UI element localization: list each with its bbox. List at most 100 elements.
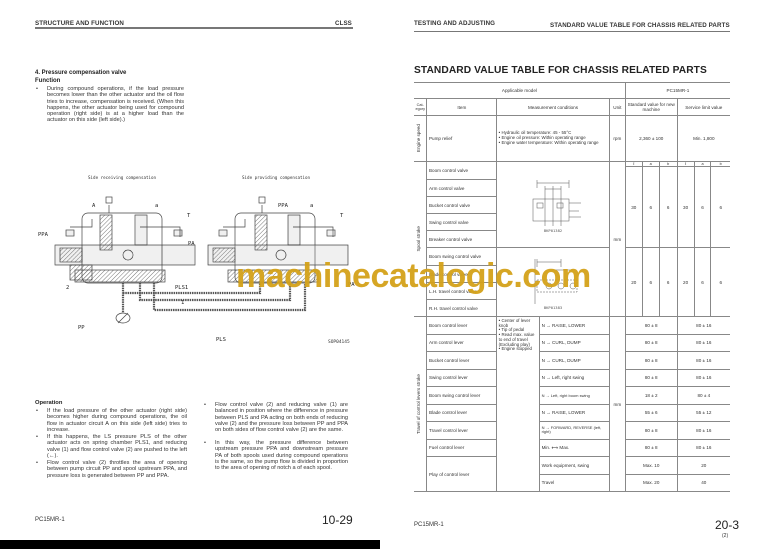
unit-rpm: rpm	[608, 115, 626, 162]
cond: N → CURL, DUMP	[539, 333, 610, 352]
bullet-marker: •	[36, 434, 38, 440]
hydraulic-diagram: Side receiving compensation Side providi…	[30, 175, 360, 355]
item: Bucket control lever	[426, 351, 498, 370]
label-2: 2	[66, 285, 70, 291]
label-1: 1	[181, 300, 185, 306]
label-PPA-left: PPA	[38, 232, 48, 238]
operation-bullet-4: Flow control valve (2) and reducing valv…	[215, 402, 348, 434]
value-b: 6	[658, 166, 678, 248]
condition: • Tip of pedal	[498, 327, 525, 333]
standard: 80 ± 8	[624, 316, 678, 335]
condition: • Engine water temperature: Within opera…	[498, 139, 599, 145]
cond: N → CURL, DUMP	[539, 351, 610, 370]
standard-value-table: Applicable model PC15MR-1 Cat-egory Item…	[414, 82, 730, 492]
label-a-left: a	[155, 203, 159, 209]
bullet-marker: •	[36, 408, 38, 414]
left-page: STRUCTURE AND FUNCTION CLSS 4. Pressure …	[30, 20, 360, 527]
figure-code: BKP01382	[543, 227, 563, 233]
page-sub: (2)	[722, 533, 729, 539]
spool-dimension-icon	[534, 259, 578, 304]
label-A: A	[92, 203, 96, 209]
service: 80 ± 16	[676, 438, 730, 457]
label-a-right: a	[310, 203, 314, 209]
spool-dimension-icon	[532, 179, 582, 226]
item: Swing control lever	[426, 368, 498, 387]
value-a: 6	[641, 247, 660, 317]
condition: • Hydraulic oil temperature: 45 - 55°C	[498, 130, 572, 136]
service: 80 ± 16	[676, 316, 730, 335]
figure-code: BKP01383	[543, 305, 563, 310]
operation-title: Operation	[35, 400, 63, 406]
item: Fuel control lever	[426, 438, 498, 457]
value-l: 30	[624, 166, 643, 248]
item: Boom control valve	[426, 161, 498, 180]
header-right: CLSS	[335, 20, 352, 27]
item: Arm control valve	[426, 179, 498, 197]
value-a: 6	[641, 166, 660, 248]
item: Travel control lever	[426, 421, 498, 440]
item: Swing control valve	[426, 213, 498, 231]
service: 80 ± 16	[676, 368, 730, 387]
category-label: Travel of control levers stroke	[415, 373, 421, 435]
standard: Max. 10	[624, 456, 678, 475]
lever-conditions: • Center of lever knob • Tip of pedal • …	[496, 316, 541, 492]
bullet-marker: •	[204, 440, 206, 446]
value-l: 20	[676, 247, 695, 317]
item: Play of control lever	[426, 456, 498, 492]
service: 40	[676, 473, 730, 492]
header-category: Cat-egory	[414, 98, 428, 116]
header-unit: Unit	[608, 98, 626, 116]
cond: N → RAISE, LOWER	[539, 403, 610, 422]
unit-mm: mm	[608, 161, 626, 317]
page-number: 10-29	[322, 513, 353, 527]
bullet-marker: •	[36, 86, 38, 92]
header-right: STANDARD VALUE TABLE FOR CHASSIS RELATED…	[550, 22, 730, 29]
standard: Max. 20	[624, 473, 678, 492]
condition: • Engine oil pressure: Within operating …	[498, 135, 586, 141]
service: 80 ± 4	[676, 386, 730, 405]
label-PLS: PLS	[216, 337, 226, 343]
header-rule	[414, 31, 730, 32]
cond: N → Left, right swing	[539, 368, 610, 387]
right-page: TESTING AND ADJUSTING STANDARD VALUE TAB…	[384, 0, 768, 549]
section-title: 4. Pressure compensation valve	[35, 70, 127, 76]
category-lever-stroke: Travel of control levers stroke	[414, 316, 428, 492]
diagram-caption-left: Side receiving compensation	[88, 175, 157, 180]
header-conditions: Measurement conditions	[496, 98, 610, 116]
label-PA-right: PA	[348, 282, 355, 288]
standard-pump-relief: 2,360 ± 100	[624, 115, 678, 162]
condition: • Engine stopped	[498, 346, 532, 352]
item: Boom control lever	[426, 316, 498, 335]
value-a: 6	[693, 166, 712, 248]
standard: 80 ± 8	[624, 438, 678, 457]
operation-bullet-5: In this way, the pressure difference bet…	[215, 440, 348, 472]
applicable-model-label: Applicable model	[414, 82, 626, 99]
cond: N → Left, right boom swing	[539, 386, 610, 405]
condition: • Center of lever knob	[498, 318, 531, 328]
standard: 80 ± 8	[624, 351, 678, 370]
category-label: Spool stroke	[415, 226, 421, 252]
model-name: PC15MR-1	[624, 82, 730, 99]
service-pump-relief: Min. 1,800	[676, 115, 730, 162]
footer-model: PC15MR-1	[35, 517, 65, 523]
standard: 18 ± 2	[624, 386, 678, 405]
item: Breaker control valve	[426, 230, 498, 248]
operation-bullet-2: If this happens, the LS pressure PLS of …	[47, 434, 187, 459]
figure-code: SOP04145	[328, 340, 350, 345]
item-pump-relief: Pump relief	[426, 115, 498, 162]
label-PA-left: PA	[188, 241, 195, 247]
item: Arm control lever	[426, 333, 498, 352]
label-PPA-right: PPA	[278, 203, 288, 209]
cond: Travel	[539, 473, 610, 492]
footer-model: PC15MR-1	[414, 522, 444, 528]
header-left: STRUCTURE AND FUNCTION	[35, 20, 124, 27]
item: Boom swing control lever	[426, 386, 498, 405]
standard: 80 ± 8	[624, 421, 678, 440]
bullet-marker: •	[204, 402, 206, 408]
section-subtitle: Function	[35, 78, 61, 84]
header-rule	[35, 27, 353, 29]
scan-border	[0, 540, 380, 549]
spool-figure-1: BKP01382	[496, 161, 610, 248]
header-left: TESTING AND ADJUSTING	[414, 20, 496, 27]
service: 80 ± 16	[676, 351, 730, 370]
